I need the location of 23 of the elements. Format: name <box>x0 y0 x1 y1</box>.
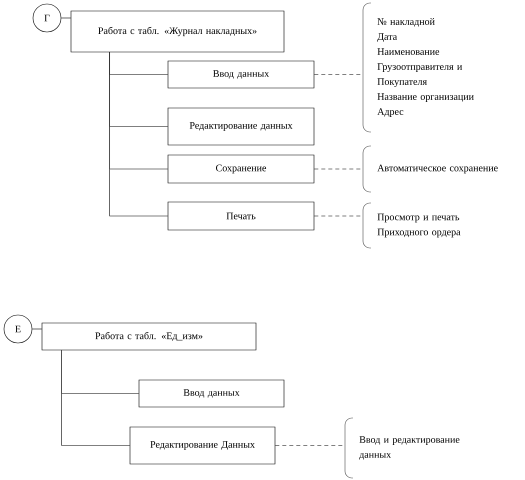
process-box: Ввод данных <box>138 380 284 408</box>
process-box: Редактирование данных <box>168 108 314 146</box>
bracket-note <box>344 418 460 478</box>
connector-line <box>109 52 168 216</box>
bracket-note <box>362 146 498 192</box>
connector-line <box>32 328 42 330</box>
bracket-note <box>362 202 460 248</box>
note-item: Ввод и редактирование данных <box>359 436 460 460</box>
process-box: Редактирование Данных <box>130 426 276 464</box>
bracket-note <box>362 2 474 132</box>
process-box: Работа с табл. «Ед_изм» <box>42 322 256 350</box>
note-item: Адрес <box>377 108 404 117</box>
note-item: Название организации <box>377 93 474 102</box>
note-item: Просмотр и печать Приходного ордера <box>377 214 460 238</box>
process-box: Работа с табл. «Журнал накладных» <box>70 10 284 52</box>
process-box: Ввод данных <box>168 60 314 88</box>
note-item: Наименование Грузоотправителя и Покупателя <box>377 48 462 88</box>
process-box: Печать <box>168 202 314 230</box>
process-box: Сохранение <box>168 154 314 184</box>
note-item: Дата <box>377 33 397 42</box>
note-item: Автоматическое сохранение <box>377 164 498 174</box>
note-item: № накладной <box>377 18 435 27</box>
connector-line <box>61 350 130 446</box>
